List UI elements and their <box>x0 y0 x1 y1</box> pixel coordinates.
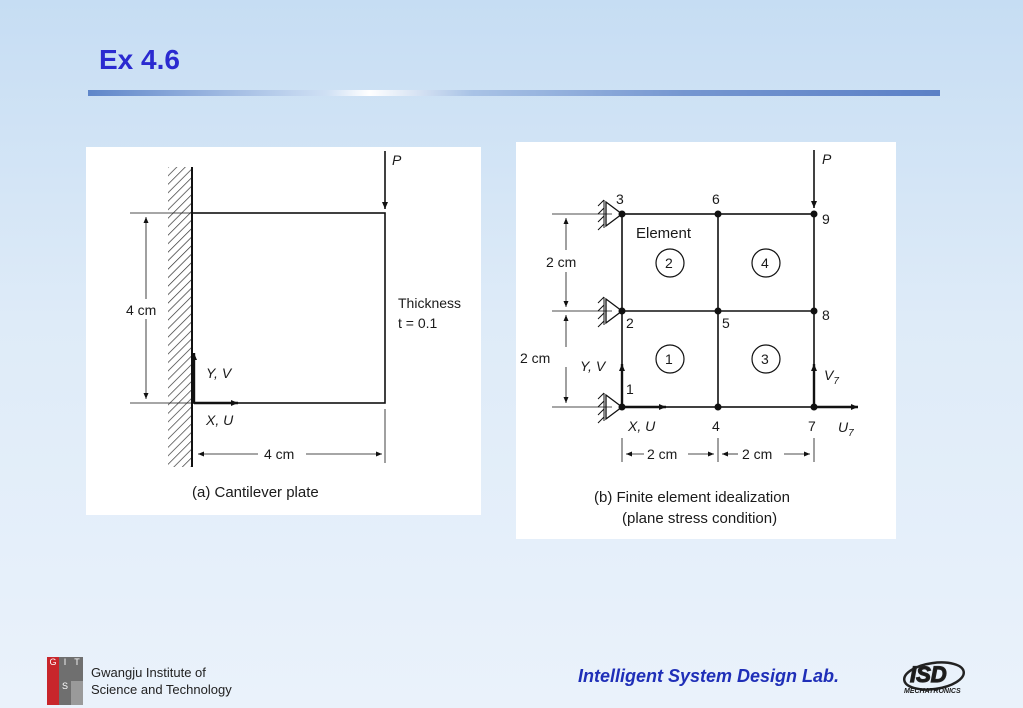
gist-letter-g: G <box>47 656 59 681</box>
node-2 <box>618 307 626 315</box>
gist-block-red <box>47 680 59 705</box>
plate-outline <box>191 212 386 404</box>
element-label-3: 3 <box>761 351 769 367</box>
fixed-wall-hatch <box>168 167 192 467</box>
fe-mesh-diagram: 1 2 3 4 5 6 7 8 9 1 2 3 4 Element P <box>520 150 858 527</box>
node-label-3: 3 <box>616 191 624 207</box>
isd-mechatronics-logo: ISD MECHATRONICS <box>902 661 966 695</box>
isd-logo-text: ISD <box>910 662 947 687</box>
node-3 <box>618 210 626 218</box>
node-label-8: 8 <box>822 307 830 323</box>
gist-letter-i: I <box>59 656 71 681</box>
node-5 <box>714 307 722 315</box>
figure-finite-element-mesh: 1 2 3 4 5 6 7 8 9 1 2 3 4 Element P <box>516 142 896 539</box>
pin-support-node-2 <box>597 296 624 328</box>
thickness-label: Thickness <box>398 295 461 311</box>
element-label-2: 2 <box>665 255 673 271</box>
element-label-4: 4 <box>761 255 769 271</box>
gist-letter-t: T <box>71 656 83 681</box>
y-axis-label: Y, V <box>206 365 233 381</box>
u7-label: U7 <box>838 419 854 439</box>
y-axis-label: Y, V <box>580 358 607 374</box>
gist-logo: G I T S Gwangju Institute of Science and… <box>47 656 232 705</box>
node-9 <box>810 210 818 218</box>
gist-emblem: G I T S <box>47 656 83 705</box>
pin-support-node-1 <box>597 392 624 424</box>
dim-lower-label: 2 cm <box>520 350 550 366</box>
element-caption: Element <box>636 225 692 242</box>
isd-logo-subtext: MECHATRONICS <box>904 688 961 695</box>
caption-b-line1: (b) Finite element idealization <box>594 489 790 506</box>
gist-block-gray <box>71 680 83 705</box>
node-label-5: 5 <box>722 315 730 331</box>
slide-title: Ex 4.6 <box>99 44 180 75</box>
element-label-1: 1 <box>665 351 673 367</box>
element-4: 4 <box>751 248 781 278</box>
v7-label: V7 <box>824 367 839 387</box>
thickness-value: t = 0.1 <box>398 315 438 331</box>
x-axis-label: X, U <box>205 412 234 428</box>
node-label-7: 7 <box>808 418 816 434</box>
dim-bottom-right-label: 2 cm <box>742 446 772 462</box>
element-1: 1 <box>655 344 685 374</box>
cantilever-plate-diagram: P 4 cm Thickness t = 0.1 Y, V X, U 4 cm … <box>126 151 461 501</box>
dim-bottom-left-label: 2 cm <box>647 446 677 462</box>
load-label: P <box>822 151 832 167</box>
load-label: P <box>392 152 402 168</box>
gist-letter-s: S <box>59 680 71 705</box>
node-label-1: 1 <box>626 381 634 397</box>
title-underline <box>88 90 940 96</box>
caption-a: (a) Cantilever plate <box>192 484 319 501</box>
lab-name: Intelligent System Design Lab. <box>578 666 840 686</box>
gist-name: Gwangju Institute of Science and Technol… <box>91 664 232 698</box>
dim-upper-label: 2 cm <box>546 254 576 270</box>
gist-name-line1: Gwangju Institute of <box>91 664 206 680</box>
width-dim-label: 4 cm <box>264 446 294 462</box>
node-label-2: 2 <box>626 315 634 331</box>
caption-b-line2: (plane stress condition) <box>622 510 777 527</box>
height-dim-label: 4 cm <box>126 302 156 318</box>
node-label-4: 4 <box>712 418 720 434</box>
node-label-6: 6 <box>712 191 720 207</box>
element-2: 2 <box>655 248 685 278</box>
node-4 <box>714 403 722 411</box>
element-3: 3 <box>751 344 781 374</box>
node-label-9: 9 <box>822 211 830 227</box>
node-6 <box>714 210 722 218</box>
gist-name-line2: Science and Technology <box>91 681 232 697</box>
figure-cantilever-plate: P 4 cm Thickness t = 0.1 Y, V X, U 4 cm … <box>86 147 481 515</box>
node-8 <box>810 307 818 315</box>
x-axis-label: X, U <box>627 418 656 434</box>
